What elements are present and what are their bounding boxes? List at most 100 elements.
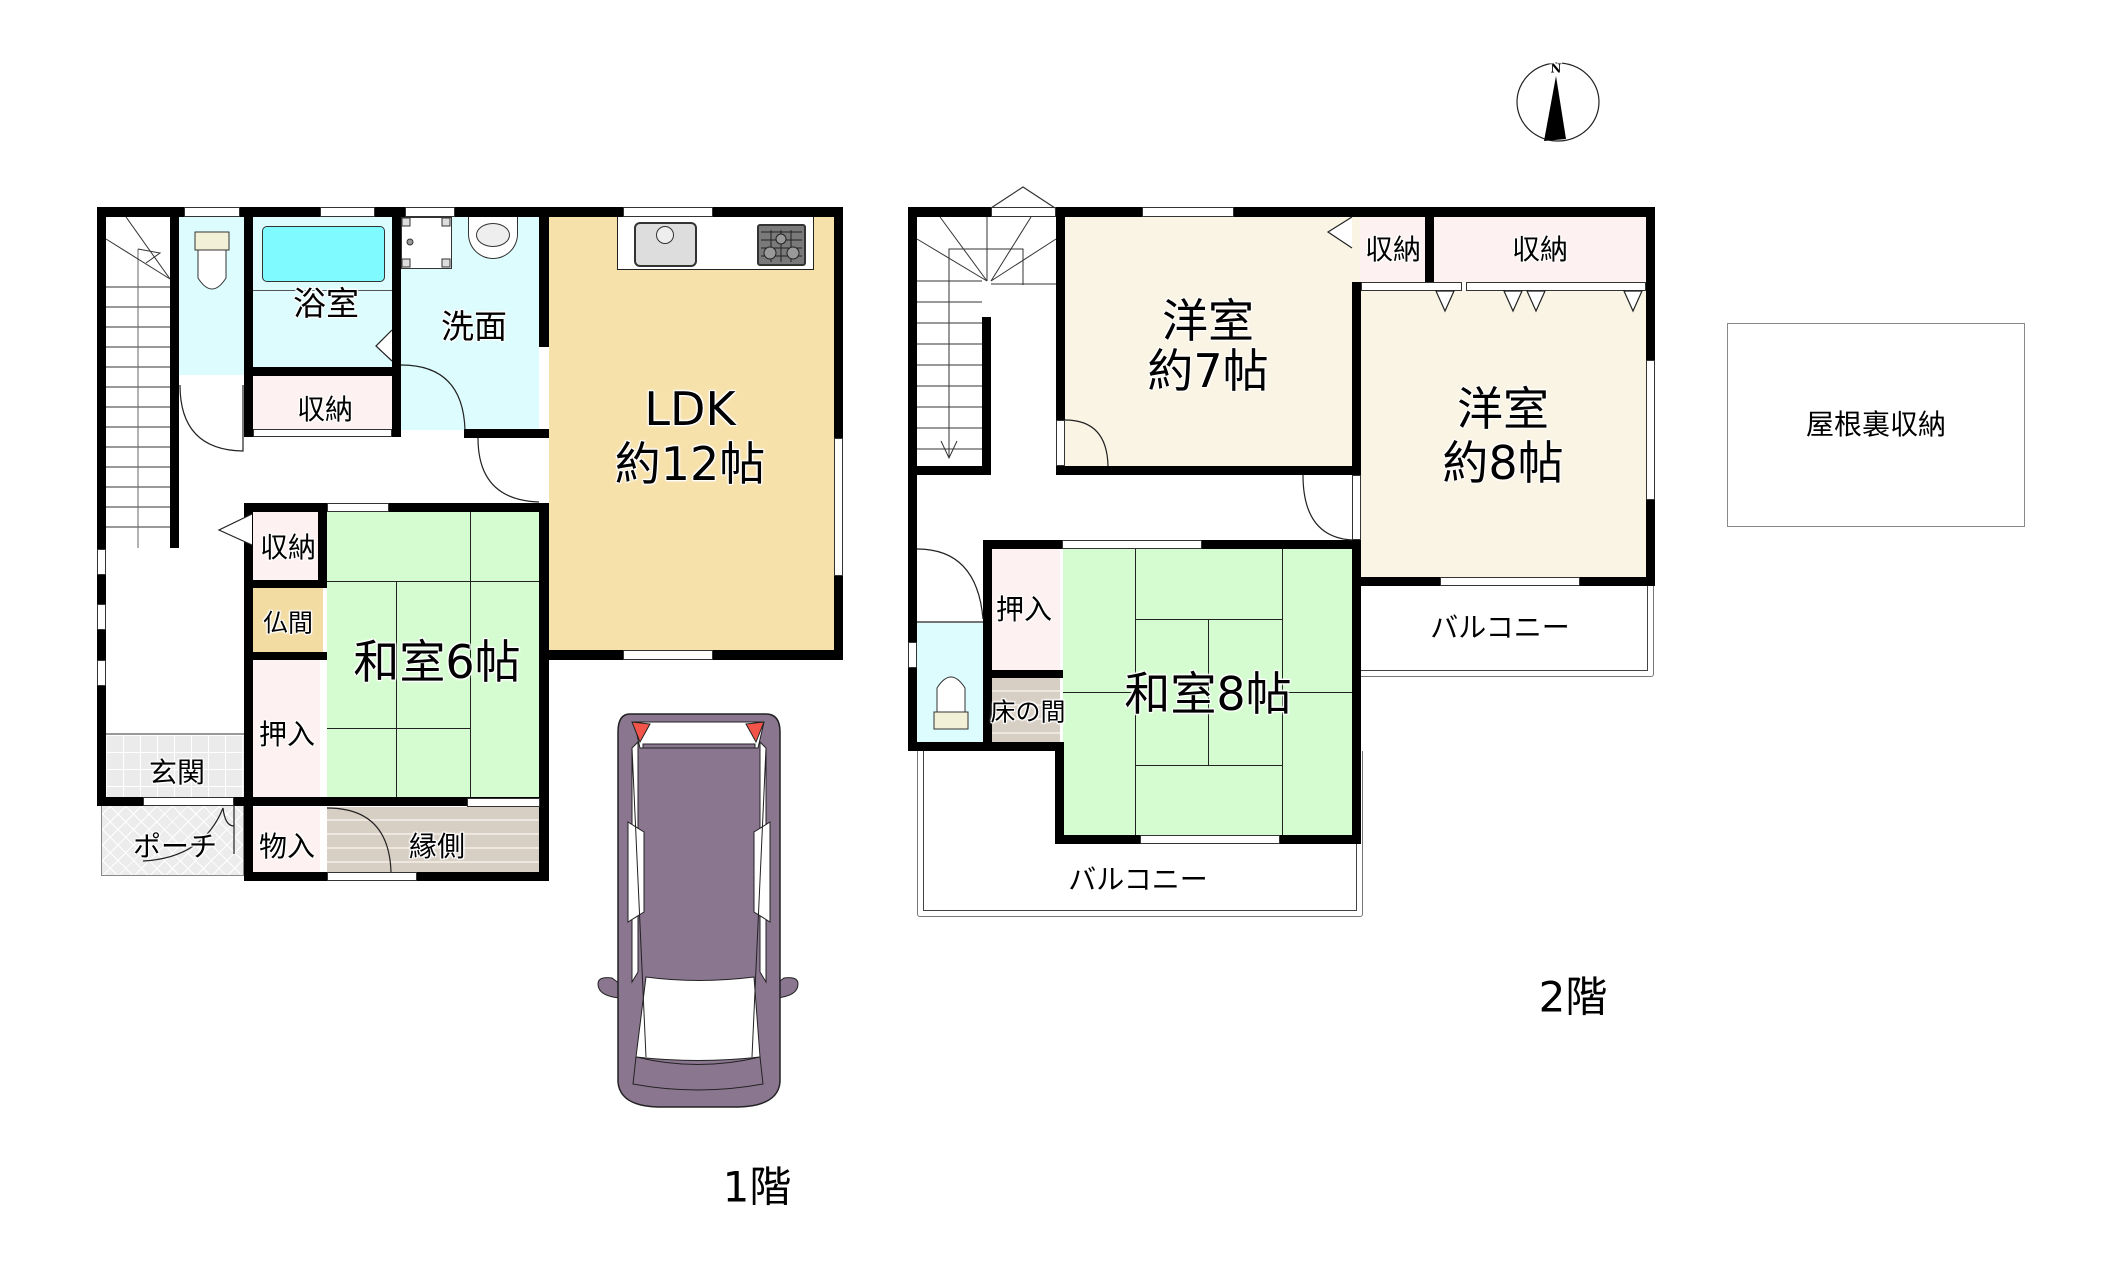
door-frame — [1056, 420, 1065, 466]
window — [327, 872, 417, 881]
window — [97, 549, 106, 575]
wall — [982, 317, 991, 475]
wall — [539, 207, 549, 347]
room-label-youshitsu-7: 洋室 — [1162, 294, 1254, 349]
door-swing-icon — [1064, 419, 1109, 467]
closet-door — [1361, 282, 1462, 291]
room-size-youshitsu-7: 約7帖 — [1147, 344, 1269, 399]
stairs-icon — [105, 216, 171, 548]
wall — [908, 466, 991, 475]
window — [320, 207, 375, 217]
tatami-line — [1135, 765, 1282, 766]
roof-hatch-icon — [990, 186, 1056, 209]
wall — [244, 503, 253, 881]
washitsu-6 — [327, 512, 540, 798]
room-label-washitsu-6: 和室6帖 — [353, 635, 521, 690]
wall — [464, 429, 549, 438]
floor-1-label: 1階 — [722, 1162, 792, 1212]
tatami-line — [396, 581, 397, 798]
tokonoma — [992, 678, 1060, 742]
window — [97, 604, 106, 630]
engawa — [327, 807, 540, 872]
door-swing-icon — [217, 513, 253, 546]
door-swing-icon — [375, 329, 393, 362]
closet-door-icon — [1435, 290, 1643, 313]
room-label-washitsu-8: 和室8帖 — [1124, 667, 1292, 722]
room-label-washroom: 洗面 — [441, 307, 507, 347]
room-label-porch: ポーチ — [132, 829, 218, 863]
window — [623, 207, 713, 217]
toilet-fixture-2f — [933, 672, 969, 730]
washing-machine-icon — [401, 217, 451, 268]
staircase-2f — [916, 216, 1057, 466]
wall — [244, 652, 327, 660]
wash-basin — [468, 217, 518, 259]
window — [908, 642, 917, 668]
entry-door-frame — [143, 797, 234, 806]
tatami-line — [1208, 619, 1209, 765]
wall — [97, 207, 843, 217]
room-label-attic-storage: 屋根裏収納 — [1805, 407, 1947, 441]
youshitsu-8 — [1360, 291, 1646, 577]
window — [405, 207, 455, 217]
wall — [539, 503, 549, 881]
room-label-engawa: 縁側 — [408, 829, 466, 863]
room-label-bath: 浴室 — [293, 284, 359, 324]
porch — [101, 806, 244, 876]
wall — [908, 207, 1655, 217]
room-label-oshiire-1f: 押入 — [258, 717, 316, 751]
compass-label: N — [1550, 61, 1562, 76]
door-frame — [1352, 475, 1361, 540]
door-swing-icon — [142, 806, 235, 862]
monoire — [253, 807, 320, 872]
room-label-tokonoma: 床の間 — [990, 697, 1066, 727]
door-swing-icon — [1326, 216, 1353, 249]
wall — [97, 797, 549, 806]
storage-large-2f — [1434, 217, 1646, 282]
room-label-oshiire-2f: 押入 — [995, 592, 1053, 626]
storage-small-2f — [1360, 217, 1425, 282]
kitchen-counter — [617, 217, 814, 270]
oshiire-2f — [992, 549, 1060, 670]
storage-lower — [253, 512, 323, 580]
balcony-east — [1360, 586, 1654, 677]
wall — [983, 670, 1063, 678]
wall — [392, 207, 401, 437]
window — [1140, 835, 1280, 844]
storage-upper — [253, 376, 392, 436]
wall — [97, 207, 106, 806]
door-swing-icon — [916, 548, 984, 623]
wall — [318, 503, 327, 588]
basin-bowl-icon — [476, 223, 510, 247]
wall — [908, 742, 1063, 751]
room-label-ldk: LDK — [644, 382, 736, 437]
bath-divider — [253, 290, 392, 291]
youshitsu-7 — [1065, 217, 1360, 466]
wall — [1055, 742, 1064, 844]
window — [1142, 207, 1234, 217]
room-label-storage-upper: 収納 — [296, 392, 354, 426]
toilet-icon — [194, 231, 230, 290]
sliding-door — [327, 503, 389, 512]
window — [623, 650, 713, 660]
north-arrow-icon — [1516, 62, 1600, 142]
room-label-genkan: 玄関 — [148, 755, 206, 789]
wall — [244, 207, 253, 437]
ldk-room — [549, 217, 834, 650]
attic-storage — [1727, 323, 2025, 527]
room-label-balcony-south: バルコニー — [1068, 862, 1208, 896]
door-swing-icon — [477, 437, 540, 503]
room-label-storage-small: 収納 — [1364, 232, 1422, 266]
oshiire-1f — [253, 660, 320, 798]
wall — [1425, 207, 1434, 291]
toilet-icon — [933, 676, 969, 730]
parked-car — [597, 712, 799, 1108]
tatami-line — [327, 581, 540, 582]
window — [1646, 360, 1655, 500]
tatami-line — [327, 728, 470, 729]
window — [991, 207, 1056, 217]
door-swing-icon — [1302, 474, 1353, 541]
toilet-fixture-1f — [192, 230, 232, 295]
window — [834, 438, 843, 576]
wall — [1056, 466, 1360, 475]
